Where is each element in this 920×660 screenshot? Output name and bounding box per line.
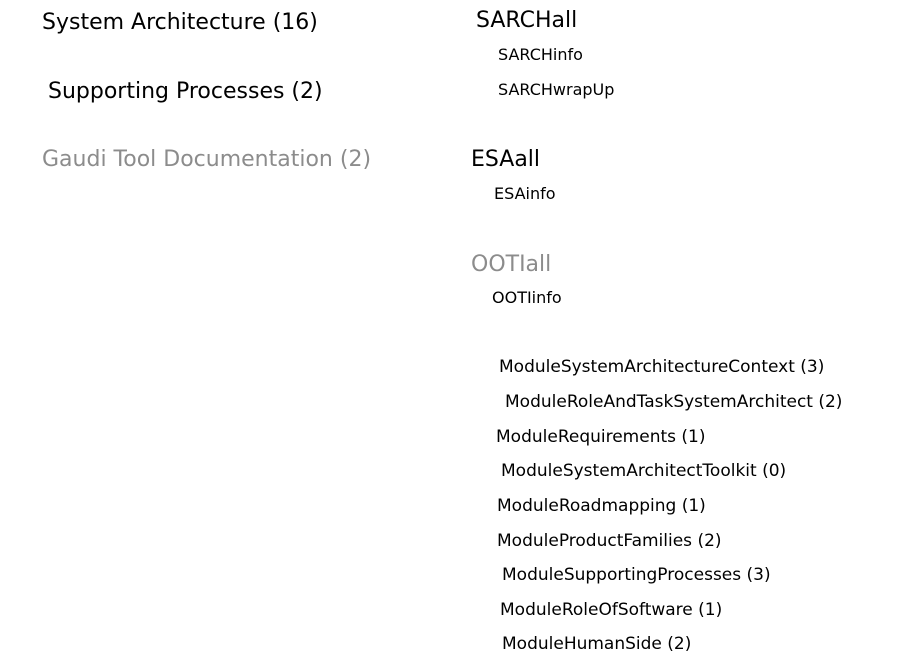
module-item: ModuleRoleOfSoftware (1) xyxy=(500,600,723,620)
item-sarch-info: SARCHinfo xyxy=(498,45,583,64)
module-item: ModuleSystemArchitectToolkit (0) xyxy=(501,461,787,481)
module-item: ModuleSupportingProcesses (3) xyxy=(502,565,771,585)
module-item: ModuleSystemArchitectureContext (3) xyxy=(499,357,825,377)
item-ooti-info: OOTIinfo xyxy=(492,288,562,307)
group-esa-all: ESAall xyxy=(471,147,541,172)
item-esa-info: ESAinfo xyxy=(494,184,556,203)
group-sarch-all: SARCHall xyxy=(476,8,578,33)
module-item: ModuleRoleAndTaskSystemArchitect (2) xyxy=(505,392,843,412)
category-gaudi-tool-documentation: Gaudi Tool Documentation (2) xyxy=(42,147,372,172)
module-item: ModuleHumanSide (2) xyxy=(502,634,692,654)
group-ooti-all: OOTIall xyxy=(471,252,552,277)
module-item: ModuleProductFamilies (2) xyxy=(497,531,722,551)
category-system-architecture: System Architecture (16) xyxy=(42,10,318,35)
module-item: ModuleRoadmapping (1) xyxy=(497,496,706,516)
category-supporting-processes: Supporting Processes (2) xyxy=(48,79,323,104)
module-item: ModuleRequirements (1) xyxy=(496,427,706,447)
item-sarch-wrapup: SARCHwrapUp xyxy=(498,80,615,99)
